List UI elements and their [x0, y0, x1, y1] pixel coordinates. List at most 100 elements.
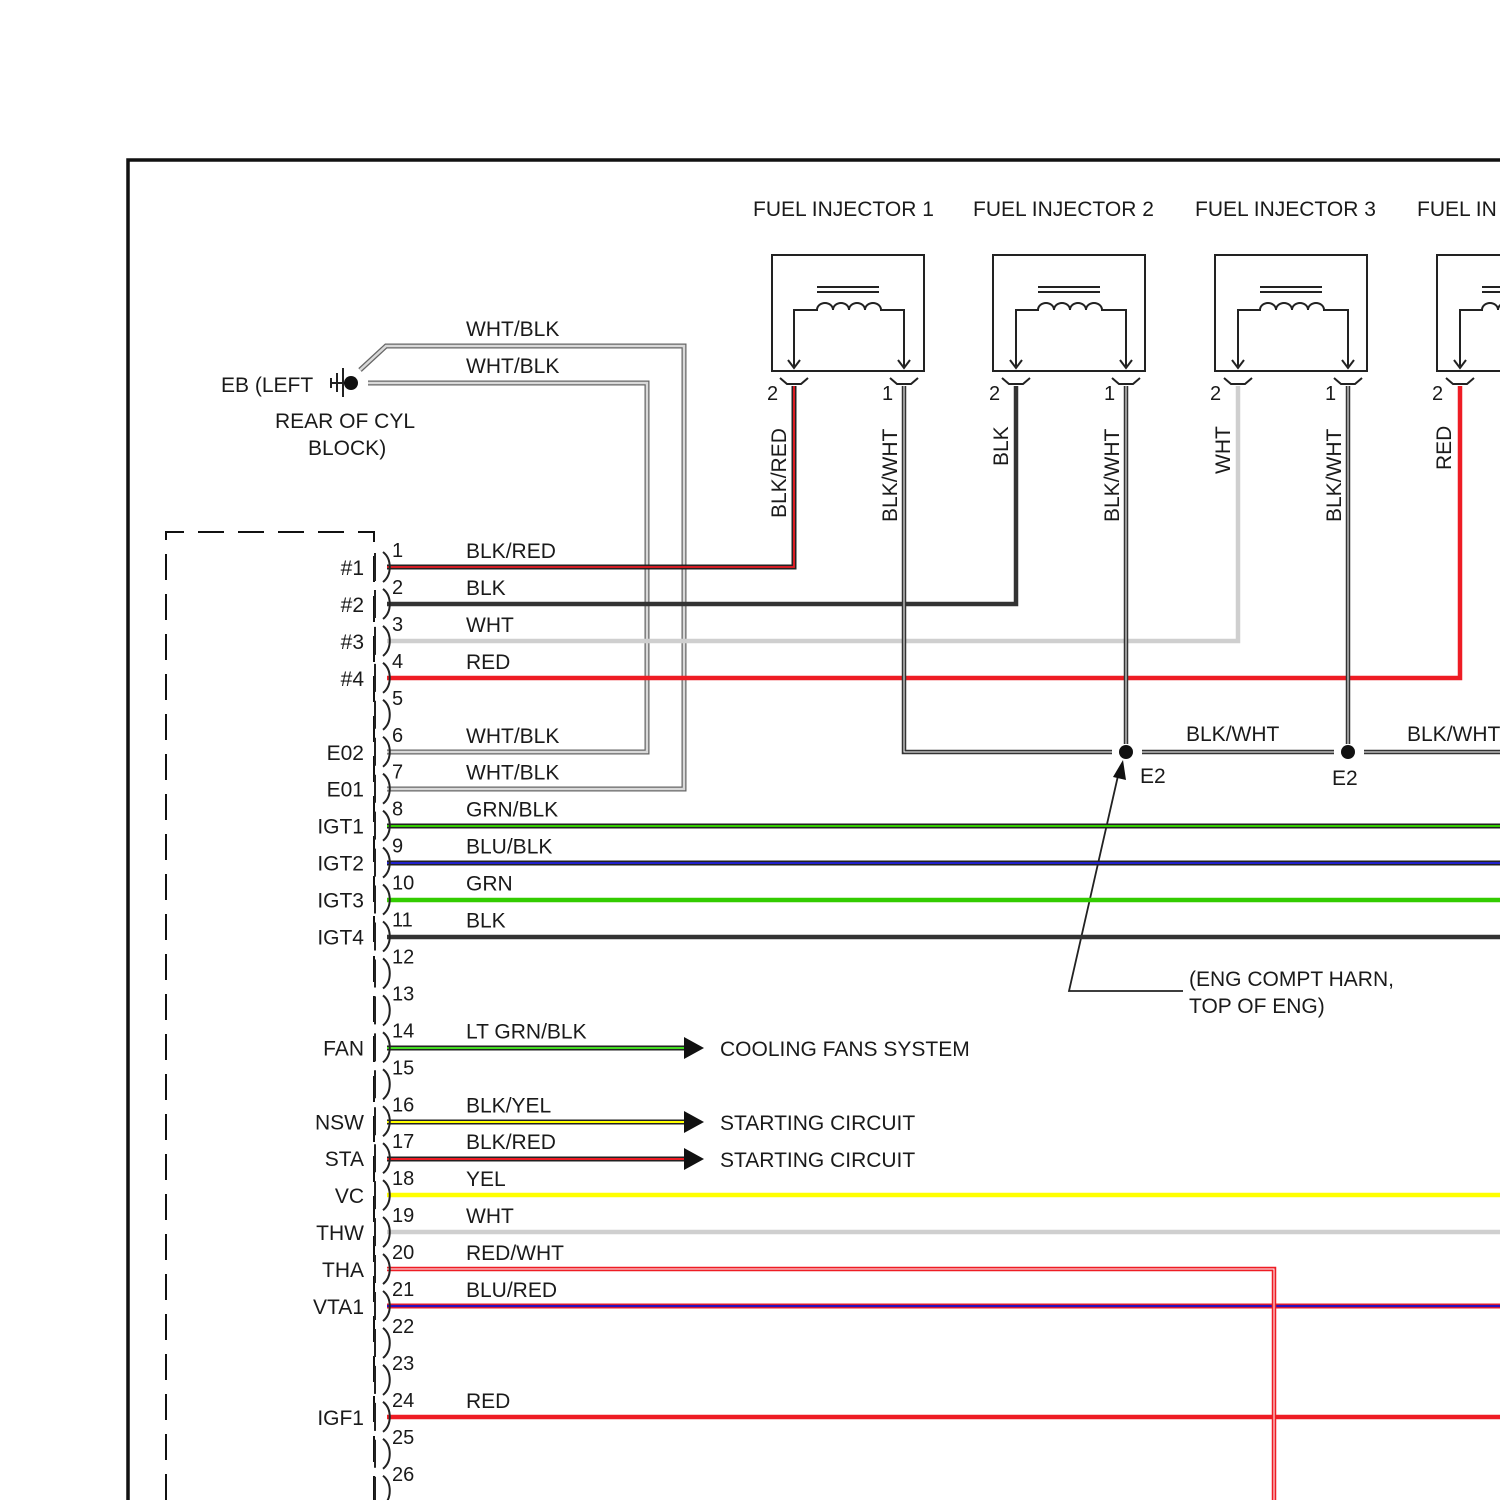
connector-pin-number: 15	[392, 1057, 414, 1079]
connector-pin-5: 5	[375, 688, 403, 730]
ground-e2-label-2: E2	[1332, 767, 1358, 790]
connector-pin-function: IGT2	[317, 853, 364, 876]
connector-pin-25: 25	[375, 1427, 414, 1469]
injector-2-wire-left-label: BLK	[990, 426, 1013, 466]
connector-pin-function: FAN	[323, 1037, 364, 1060]
wire-pin4-red	[387, 386, 1460, 678]
injector-4-wire-left-label: RED	[1433, 426, 1456, 470]
connector-pin-wire-color: WHT	[466, 614, 514, 637]
connector-pin-terminal	[375, 1365, 390, 1395]
ground-e2-note-line2: TOP OF ENG)	[1189, 995, 1325, 1018]
ground-e2-label-1: E2	[1140, 765, 1166, 788]
connector-pin-number: 3	[392, 614, 403, 636]
injector-2-wire-right-label: BLK/WHT	[1101, 428, 1124, 522]
injector-4-pin-2: 2	[1432, 383, 1443, 405]
ground-eb-wire-lower-label: WHT/BLK	[466, 355, 559, 378]
connector-pin-wire-color: BLK/RED	[466, 540, 556, 563]
injector-3-wire-left-label: WHT	[1212, 426, 1235, 474]
connector-pin-number: 26	[392, 1464, 414, 1486]
connector-pin-function: E02	[327, 742, 364, 765]
connector-pin-number: 24	[392, 1390, 414, 1412]
connector-pin-wire-color: RED	[466, 1390, 510, 1413]
connector-pin-number: 1	[392, 540, 403, 562]
injector-1-pin-2: 2	[767, 383, 778, 405]
connector-pin-wire-color: WHT/BLK	[466, 762, 559, 785]
connector-pin-function: #1	[341, 557, 364, 580]
injector-3-body	[1215, 255, 1367, 384]
connector-pin-function: NSW	[315, 1111, 364, 1134]
connector-pin-26: 26	[375, 1464, 414, 1500]
connector-pin-number: 9	[392, 836, 403, 858]
injector-4-body	[1437, 255, 1500, 384]
injector-2-pin-1: 1	[1104, 383, 1115, 405]
connector-pin-wire-color: GRN/BLK	[466, 799, 558, 822]
ground-eb-symbol	[331, 368, 358, 397]
ground-e2-wire-label-1: BLK/WHT	[1186, 723, 1280, 746]
connector-pin-function: #4	[341, 668, 365, 691]
injector-4-title: FUEL IN	[1417, 198, 1497, 221]
connector-pin-wire-color: RED	[466, 651, 510, 674]
wire-pin2-blk	[387, 386, 1016, 604]
connector-pin-number: 22	[392, 1316, 414, 1338]
connector-pin-number: 2	[392, 577, 403, 599]
connector-pin-terminal	[375, 1328, 390, 1358]
connector-pin-3: 3 #3 WHT	[341, 614, 514, 656]
connector-pin-function: #2	[341, 594, 364, 617]
ground-eb-label-line2: REAR OF CYL	[275, 410, 415, 433]
ground-eb-label: EB (LEFT	[221, 374, 313, 397]
connector-pin-number: 23	[392, 1353, 414, 1375]
ground-e2-splice-1	[1119, 745, 1133, 759]
connector-pin-wire-color: RED/WHT	[466, 1242, 564, 1265]
injector-2-pin-2: 2	[989, 383, 1000, 405]
connector-pin-13: 13	[375, 983, 414, 1025]
ground-e2-wire-label-2: BLK/WHT	[1407, 723, 1500, 746]
connector-pin-wire-color: LT GRN/BLK	[466, 1020, 587, 1043]
connector-pin-number: 6	[392, 725, 403, 747]
injector-3-title: FUEL INJECTOR 3	[1195, 198, 1376, 221]
connector-pin-23: 23	[375, 1353, 414, 1395]
connector-pin-terminal	[375, 958, 390, 988]
injector-3-wire-right-label: BLK/WHT	[1323, 428, 1346, 522]
connector-pin-function: IGF1	[317, 1407, 364, 1430]
connector-pin-wire-color: GRN	[466, 873, 513, 896]
ground-eb-label-line3: BLOCK)	[308, 437, 386, 460]
connector-pin-number: 21	[392, 1279, 414, 1301]
injector-2-body	[993, 255, 1145, 384]
connector-pin-function: VC	[335, 1185, 364, 1208]
wire-pin1-blk-red	[387, 386, 794, 567]
connector-pin-terminal	[375, 995, 390, 1025]
connector-pin-number: 20	[392, 1242, 414, 1264]
connector-pin-function: #3	[341, 631, 364, 654]
ground-eb-wire-upper-label: WHT/BLK	[466, 318, 559, 341]
connector-pin-function: STA	[325, 1148, 364, 1171]
connector-pin-terminal	[375, 1439, 390, 1469]
connector-pin-number: 11	[392, 910, 413, 932]
connector-pin-function: THA	[322, 1259, 364, 1282]
connector-pin-number: 7	[392, 762, 403, 784]
injector-1-title: FUEL INJECTOR 1	[753, 198, 934, 221]
connector-pin-8: 8IGT1GRN/BLK	[317, 799, 558, 841]
connector-pin-number: 19	[392, 1205, 414, 1227]
connector-pin-15: 15	[375, 1057, 414, 1099]
connector-pin-wire-color: BLK	[466, 910, 506, 933]
connector-pin-wire-color: BLK/RED	[466, 1131, 556, 1154]
connector-pin-function: VTA1	[313, 1296, 364, 1319]
connector-pin-12: 12	[375, 947, 414, 989]
connector-pin-number: 5	[392, 688, 403, 710]
connector-pin-function: IGT4	[317, 927, 364, 950]
connector-pin-number: 18	[392, 1168, 414, 1190]
ecm-connector-pins: 1#1BLK/RED2#2BLK3#3WHT4#4RED56E02WHT/BLK…	[313, 540, 587, 1500]
injector-1-pin-1: 1	[882, 383, 893, 405]
connector-pin-wire-color: BLU/BLK	[466, 836, 552, 859]
